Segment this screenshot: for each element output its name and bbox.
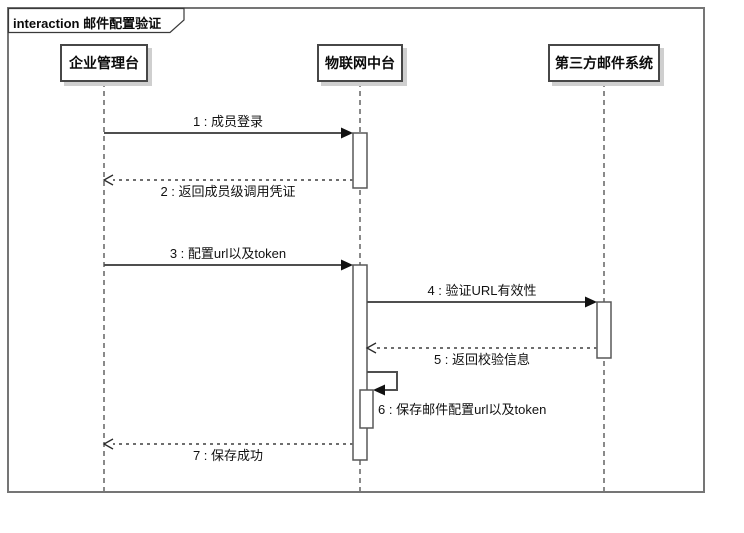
return-arrowhead-icon (102, 174, 114, 186)
participant-label: 第三方邮件系统 (555, 55, 653, 71)
message-label-6: 6 : 保存邮件配置url以及token (378, 402, 547, 417)
participant-enterprise-console: 企业管理台 (60, 44, 148, 82)
activation-bar-iot-nested (359, 389, 374, 429)
participant-label: 企业管理台 (69, 55, 139, 71)
message-label-7: 7 : 保存成功 (192, 448, 264, 463)
message-label-4: 4 : 验证URL有效性 (427, 283, 537, 298)
message-label-3: 3 : 配置url以及token (169, 246, 287, 261)
return-arrowhead-icon (365, 342, 377, 354)
activation-bar-mail (596, 301, 612, 359)
message-label-5: 5 : 返回校验信息 (433, 352, 531, 367)
sync-arrowhead-icon (373, 384, 385, 396)
participant-label: 物联网中台 (325, 55, 395, 71)
participant-iot-platform: 物联网中台 (317, 44, 403, 82)
message-label-2: 2 : 返回成员级调用凭证 (160, 184, 296, 199)
frame-border (7, 7, 705, 493)
activation-bar-iot-1 (352, 132, 368, 189)
frame-label-pentagon (7, 7, 185, 34)
sync-arrowhead-icon (341, 127, 353, 139)
sync-arrowhead-icon (341, 259, 353, 271)
message-label-1: 1 : 成员登录 (192, 114, 264, 129)
frame-title: interaction 邮件配置验证 (13, 16, 162, 31)
sync-arrowhead-icon (585, 296, 597, 308)
return-arrowhead-icon (102, 438, 114, 450)
message-arrow-6-self (367, 371, 398, 391)
participant-mail-system: 第三方邮件系统 (548, 44, 660, 82)
